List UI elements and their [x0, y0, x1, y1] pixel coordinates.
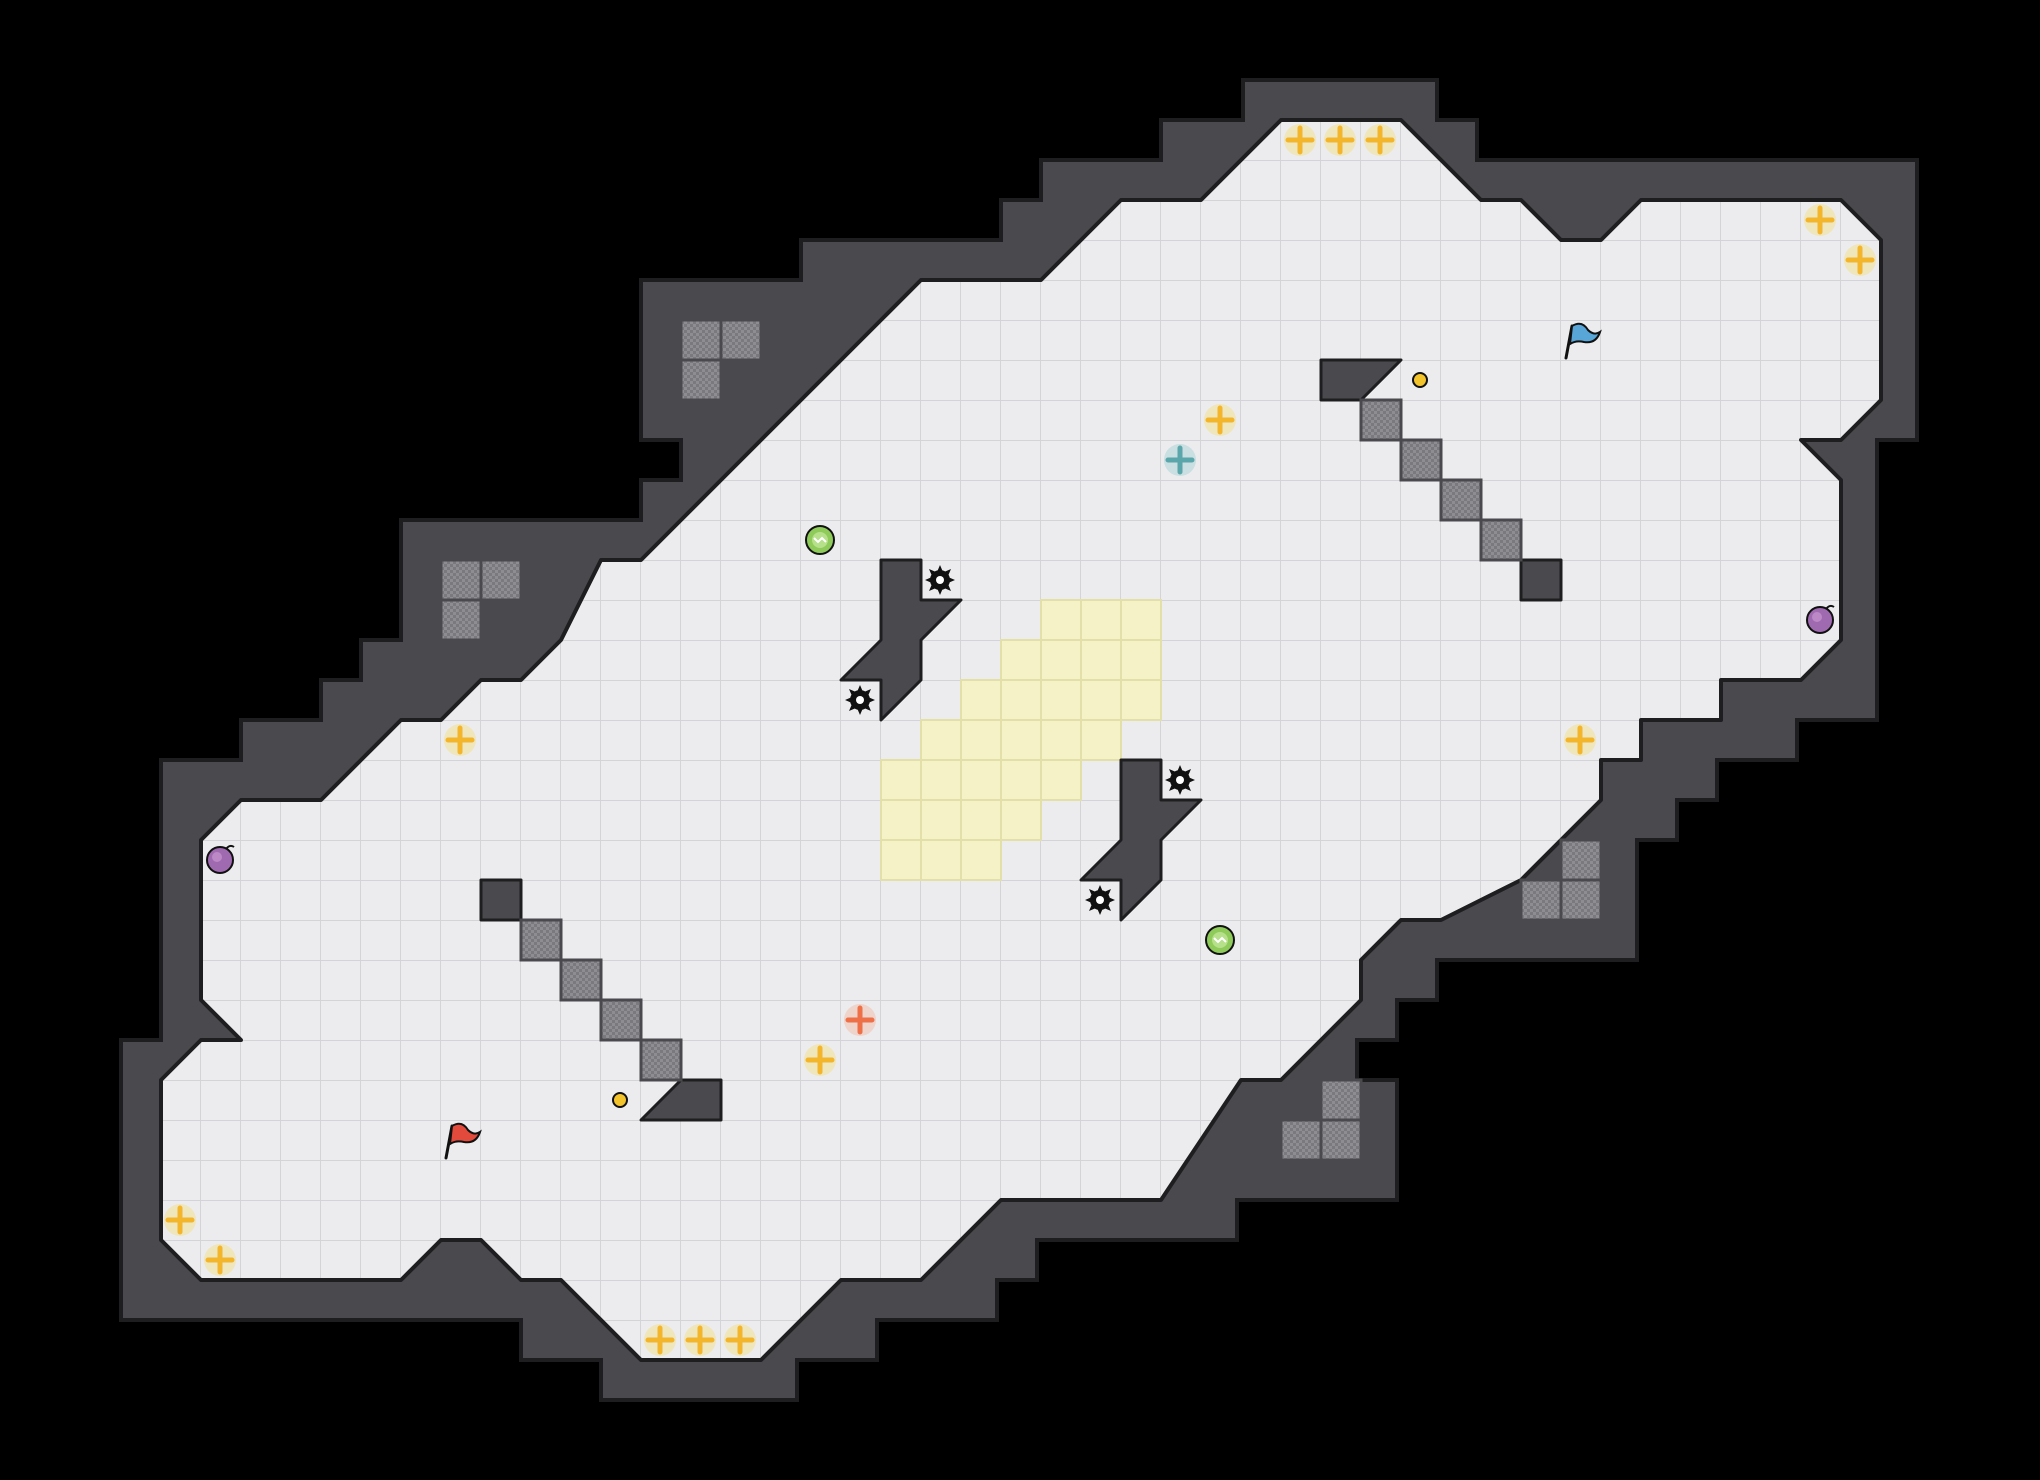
flag-icon [1564, 322, 1602, 360]
boosts [164, 124, 1876, 1356]
cross-arrows-icon [1164, 444, 1196, 476]
wall-block [839, 558, 963, 722]
wall-block [479, 878, 523, 922]
goal-zone-grid [881, 600, 1161, 880]
cross-arrows-icon [644, 1324, 676, 1356]
cross-arrows-icon [204, 1244, 236, 1276]
crate [679, 318, 723, 362]
crate [679, 358, 723, 402]
spikes [845, 565, 1195, 915]
crate [1479, 518, 1523, 562]
crate [1439, 478, 1483, 522]
cross-arrows-icon [684, 1324, 716, 1356]
crate [1279, 1118, 1323, 1162]
crate [1319, 1078, 1363, 1122]
coin-icon [1412, 372, 1428, 388]
spike-icon [1085, 885, 1115, 915]
wall-block [1519, 558, 1563, 602]
crate [1519, 878, 1563, 922]
cross-arrows-icon [1284, 124, 1316, 156]
wall-block [1079, 758, 1203, 922]
cross-arrows-icon [1844, 244, 1876, 276]
crate [559, 958, 603, 1002]
cross-arrows-icon [724, 1324, 756, 1356]
flag-icon [444, 1122, 482, 1160]
crate [519, 918, 563, 962]
spike-icon [1165, 765, 1195, 795]
cross-arrows-icon [1204, 404, 1236, 436]
inner-walls [479, 358, 1563, 1122]
crate [1559, 878, 1603, 922]
portal-icon [1205, 925, 1235, 955]
crates [439, 318, 1603, 1162]
crate [1319, 1118, 1363, 1162]
cross-arrows-icon [1564, 724, 1596, 756]
cross-arrows-icon [844, 1004, 876, 1036]
bomb-icon [1806, 604, 1835, 634]
cross-arrows-icon [1804, 204, 1836, 236]
spike-icon [845, 685, 875, 715]
goal-zone [880, 599, 1162, 881]
crate [1559, 838, 1603, 882]
cross-arrows-icon [444, 724, 476, 756]
crate [719, 318, 763, 362]
coin-icon [612, 1092, 628, 1108]
cross-arrows-icon [804, 1044, 836, 1076]
bomb-icon [206, 844, 235, 874]
crate [439, 598, 483, 642]
crate [599, 998, 643, 1042]
cross-arrows-icon [1324, 124, 1356, 156]
crate [1399, 438, 1443, 482]
crate [639, 1038, 683, 1082]
crate [439, 558, 483, 602]
wall-block [639, 1078, 723, 1122]
spike-icon [925, 565, 955, 595]
crate [1359, 398, 1403, 442]
cross-arrows-icon [1364, 124, 1396, 156]
portal-icon [805, 525, 835, 555]
crate [479, 558, 523, 602]
cross-arrows-icon [164, 1204, 196, 1236]
